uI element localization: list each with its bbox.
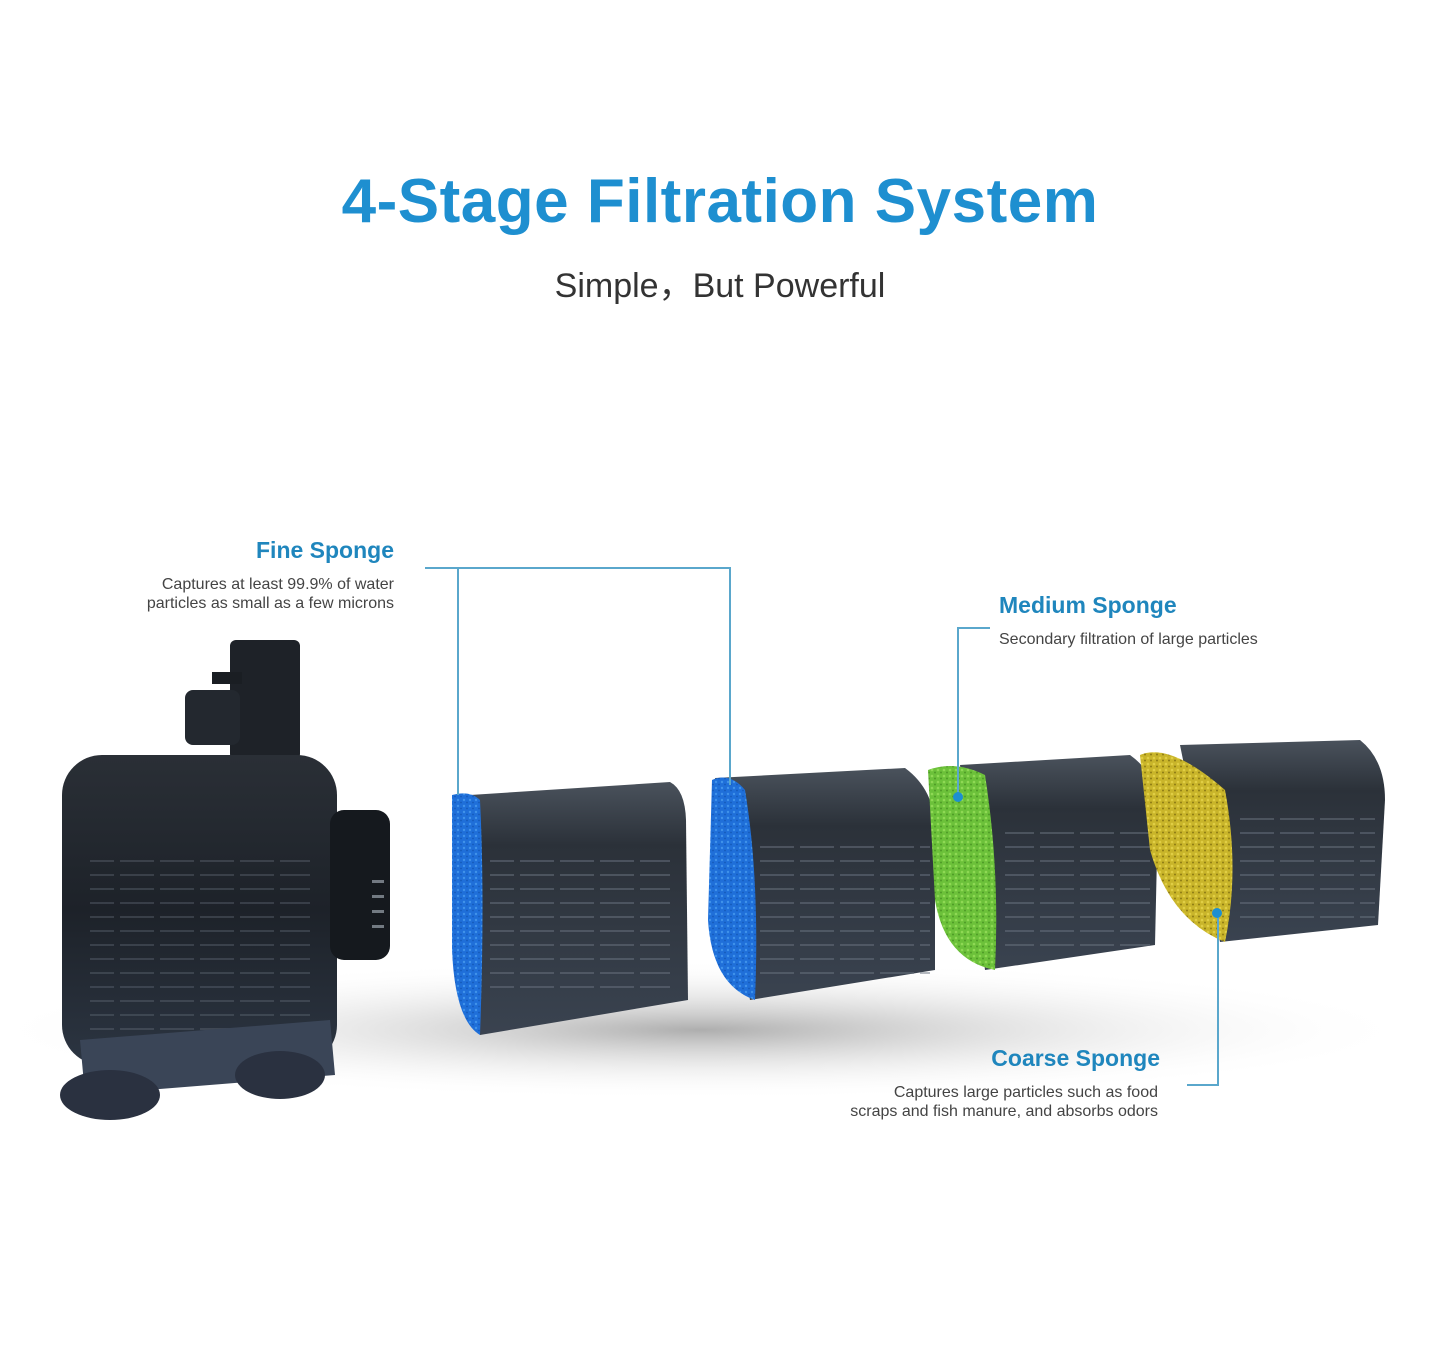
medium-sponge-callout-line <box>957 627 990 795</box>
coarse-sponge-description: Captures large particles such as food sc… <box>850 1083 1158 1121</box>
fine-sponge-title: Fine Sponge <box>256 537 394 563</box>
coarse-sponge-cartridge-icon <box>1140 740 1385 942</box>
floor-shadow <box>0 960 1420 1100</box>
page-subtitle: Simple，But Powerful <box>554 267 886 305</box>
coarse-sponge-callout-line <box>1187 913 1219 1086</box>
medium-sponge-cartridge-icon <box>928 755 1158 970</box>
coarse-sponge-title: Coarse Sponge <box>991 1045 1160 1071</box>
medium-sponge-marker-icon <box>953 792 963 802</box>
medium-sponge-description: Secondary filtration of large particles <box>999 630 1258 649</box>
fine-sponge-callout-line <box>425 567 731 785</box>
coarse-sponge-description-line-1: Captures large particles such as food <box>893 1084 1158 1101</box>
fine-sponge-description-line-1: Captures at least 99.9% of water <box>161 576 394 593</box>
medium-sponge-description-line-1: Secondary filtration of large particles <box>999 631 1258 648</box>
fine-sponge-description: Captures at least 99.9% of water particl… <box>147 575 394 613</box>
fine-sponge-description-line-2: particles as small as a few microns <box>146 595 394 612</box>
coarse-sponge-description-line-2: scraps and fish manure, and absorbs odor… <box>850 1103 1158 1120</box>
medium-sponge-title: Medium Sponge <box>999 592 1177 618</box>
fine-sponge-cartridge-1-icon <box>452 782 688 1035</box>
pump-icon <box>60 640 390 1120</box>
coarse-sponge-marker-icon <box>1212 908 1222 918</box>
fine-sponge-cartridge-2-icon <box>708 768 935 1000</box>
callout-lines <box>425 567 1219 1086</box>
page-title: 4-Stage Filtration System <box>341 167 1099 236</box>
